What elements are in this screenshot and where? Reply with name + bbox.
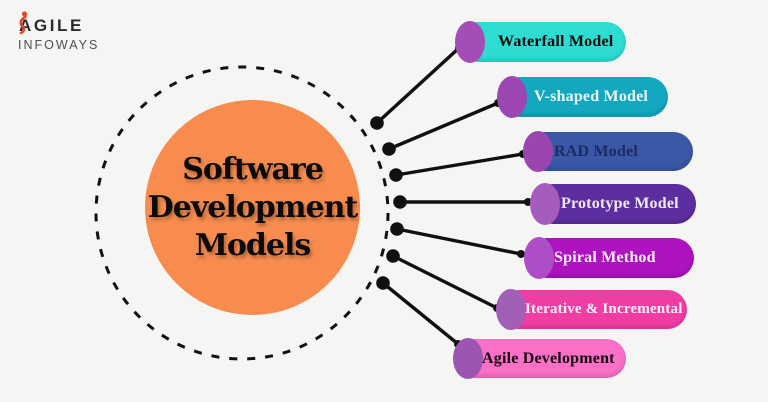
hub-dot: [382, 142, 396, 156]
pill-cap: [455, 21, 485, 63]
hub-dot: [393, 195, 407, 209]
logo: AGILE INFOWAYS: [18, 11, 100, 52]
model-pill-4: Spiral Method: [524, 237, 694, 279]
dashed-ring: [94, 65, 390, 361]
connector-line: [388, 101, 499, 151]
pill-cap: [523, 131, 553, 172]
connector-line: [375, 46, 461, 125]
pill-label: Waterfall Model: [498, 33, 614, 50]
end-dot: [517, 250, 525, 258]
pill-label: Spiral Method: [554, 249, 656, 266]
connector-line: [396, 227, 522, 256]
hub-dot: [389, 168, 403, 182]
pill-label: Agile Development: [482, 349, 615, 367]
model-pill-1: V-shaped Model: [497, 76, 668, 118]
pill-label: Iterative & Incremental: [525, 301, 683, 317]
hub-dot: [386, 249, 400, 263]
model-pill-6: Agile Development: [453, 338, 626, 379]
pill-label: Prototype Model: [561, 195, 679, 212]
connector-line: [392, 254, 498, 310]
center-title-line: Models: [194, 227, 312, 263]
model-pill-5: Iterative & Incremental: [496, 289, 687, 330]
center-title-line: Development: [147, 189, 359, 225]
model-pill-3: Prototype Model: [530, 183, 696, 225]
pill-cap: [524, 237, 554, 279]
logo-brand-text: AGILE: [18, 11, 99, 36]
pill-cap: [497, 76, 527, 118]
pill-cap: [496, 289, 526, 330]
model-pill-0: Waterfall Model: [455, 21, 626, 63]
center-circle: Software Development Models: [145, 100, 360, 315]
logo-brand-label: AGILE: [19, 16, 84, 35]
hub-dot: [390, 222, 404, 236]
connector-line: [395, 152, 524, 177]
center-title-line: Software: [182, 151, 324, 187]
logo-figure-icon: [19, 11, 28, 35]
logo-sub-label: INFOWAYS: [18, 38, 100, 52]
connector-line: [381, 281, 460, 346]
model-pill-2: RAD Model: [523, 131, 693, 172]
hub-dot: [370, 116, 384, 130]
pill-label: RAD Model: [554, 142, 639, 160]
pill-label: V-shaped Model: [534, 88, 649, 105]
hub-dot: [376, 276, 390, 290]
pill-cap: [453, 338, 483, 379]
pill-cap: [530, 183, 560, 225]
